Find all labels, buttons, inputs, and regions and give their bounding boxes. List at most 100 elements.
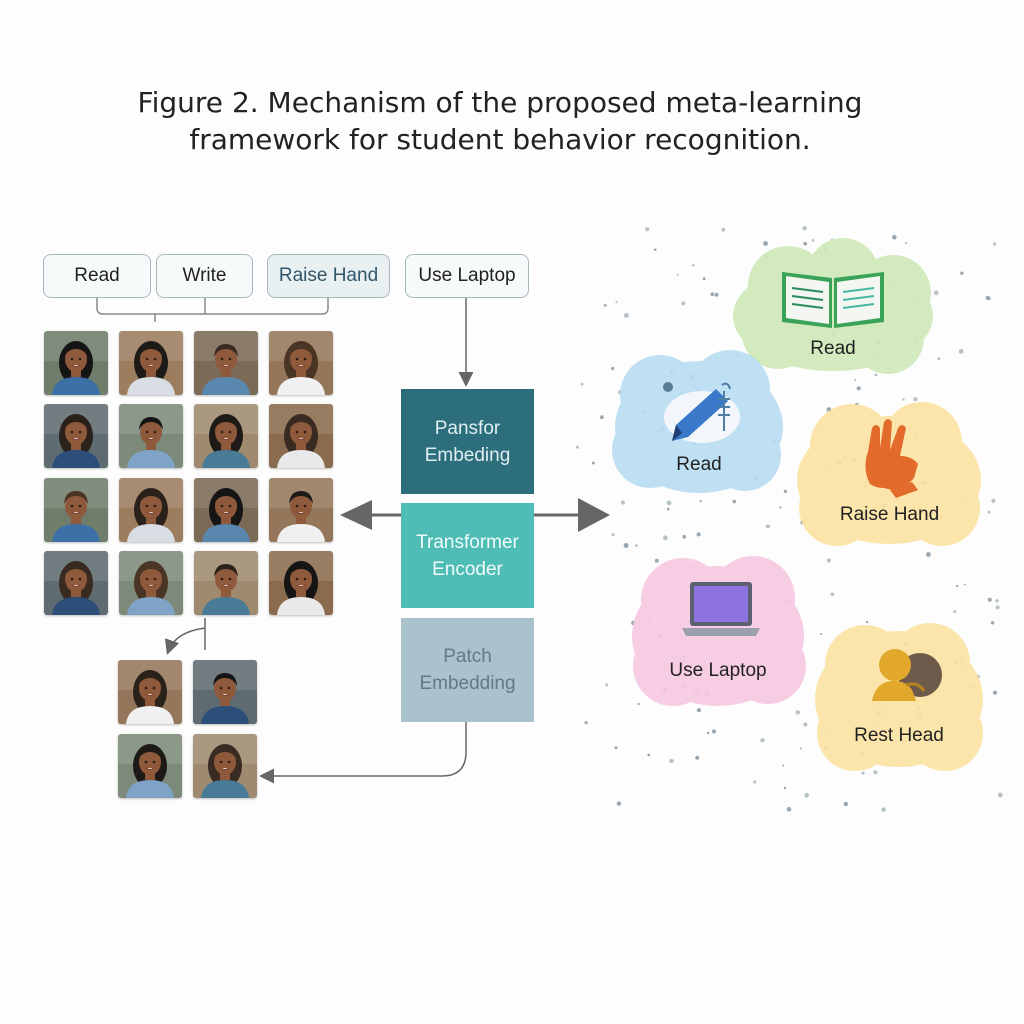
arrow-block-to-query [259, 722, 467, 784]
cloud-read-book: Read [728, 238, 938, 380]
scatter-dot [711, 729, 717, 734]
scatter-dot [614, 746, 618, 750]
arrow-right-head [578, 498, 610, 532]
caption-line-1: Figure 2. Mechanism of the proposed meta… [137, 86, 863, 119]
scatter-dot [958, 349, 964, 354]
block-pansfor-embedding: Pansfor Embeding [401, 389, 534, 494]
student-photo [44, 404, 108, 468]
student-photo [194, 404, 258, 468]
scatter-dot [904, 241, 908, 245]
scatter-dot [843, 801, 848, 807]
student-photo [269, 551, 333, 615]
book-icon [782, 272, 884, 328]
laptop-icon [682, 582, 760, 636]
scatter-dot [714, 292, 719, 297]
green-cloud-shape [733, 238, 933, 374]
scatter-dot [576, 445, 579, 449]
student-photo [119, 331, 183, 395]
scatter-dot [937, 357, 940, 360]
scatter-dot [676, 273, 679, 276]
query-photo [118, 660, 182, 724]
blue-cloud-shape [612, 350, 783, 493]
block-middle-line-2: Encoder [432, 558, 503, 580]
scatter-dot [803, 722, 808, 727]
scatter-dot [681, 301, 686, 306]
student-photo [44, 551, 108, 615]
scatter-dot [662, 535, 668, 541]
scatter-dot [795, 710, 800, 715]
scatter-dot [960, 271, 964, 275]
scatter-dot [616, 801, 622, 806]
hand-icon [865, 419, 918, 498]
scatter-dot [696, 708, 702, 713]
label-raise-hand: Raise Hand [267, 254, 390, 298]
scatter-dot [987, 510, 991, 514]
student-photo [119, 551, 183, 615]
query-photo [193, 734, 257, 798]
scatter-dot [866, 620, 869, 624]
scatter-dot [799, 747, 803, 750]
scatter-dot [997, 792, 1003, 798]
scatter-dot [615, 301, 618, 304]
scatter-dot [881, 807, 886, 812]
scatter-dot [861, 771, 865, 775]
cloud-label-rest-head: Rest Head [854, 725, 944, 746]
label-bracket [96, 298, 329, 322]
figure-caption: Figure 2. Mechanism of the proposed meta… [60, 84, 940, 158]
scatter-dot [682, 534, 687, 539]
student-photo [269, 331, 333, 395]
cloud-label-raise-hand: Raise Hand [839, 504, 940, 525]
scatter-dot [692, 264, 695, 267]
block-transformer-encoder: Transformer Encoder [401, 503, 534, 608]
scatter-dot [782, 764, 785, 767]
scatter-dot [995, 605, 1000, 610]
scatter-dot [892, 234, 897, 240]
arrow-left-head [340, 500, 372, 530]
scatter-dot [990, 621, 995, 625]
scatter-dot [702, 277, 706, 281]
scatter-dot [783, 489, 788, 494]
scatter-dot [820, 632, 823, 635]
yellow-cloud-shape-1 [797, 402, 981, 546]
scatter-dot [666, 507, 670, 511]
label-read: Read [43, 254, 151, 298]
student-photo [119, 404, 183, 468]
scatter-dot [995, 599, 999, 603]
scatter-dot [992, 690, 998, 695]
block-patch-embedding: Patch Embedding [401, 618, 534, 722]
block-bottom-line-1: Patch [443, 646, 492, 667]
block-bottom-line-2: Embedding [419, 673, 516, 694]
scatter-dot [956, 584, 959, 588]
yellow-cloud-shape-2 [815, 623, 983, 771]
scatter-dot [991, 498, 996, 503]
scatter-dot [696, 532, 701, 537]
scatter-dot [654, 248, 657, 251]
scatter-dot [623, 543, 629, 548]
cloud-label-use-laptop: Use Laptop [669, 660, 767, 681]
scatter-dot [699, 499, 702, 503]
scatter-dot [933, 290, 939, 296]
cloud-raise-hand: Raise Hand [792, 398, 987, 553]
scatter-dot [635, 544, 638, 547]
scatter-dot [611, 533, 615, 537]
student-photo [269, 478, 333, 542]
block-top-line-1: Pansfor [434, 417, 501, 439]
scatter-dot [695, 755, 700, 760]
scatter-dot [760, 738, 765, 743]
scatter-dot [645, 227, 650, 232]
scatter-dot [830, 592, 835, 597]
caption-line-2: framework for student behavior recogniti… [189, 123, 811, 156]
scatter-dot [803, 241, 807, 246]
scatter-dot [765, 524, 770, 529]
scatter-dot [963, 583, 966, 586]
block-top-line-2: Embeding [424, 444, 511, 466]
student-photo [194, 551, 258, 615]
scatter-dot [953, 610, 957, 614]
scatter-dot [902, 398, 905, 401]
scatter-dot [706, 731, 710, 735]
scatter-dot [763, 241, 768, 246]
scatter-dot [826, 558, 831, 563]
scatter-dot [647, 753, 651, 757]
student-photo [44, 478, 108, 542]
cloud-label-read-book: Read [810, 338, 856, 359]
